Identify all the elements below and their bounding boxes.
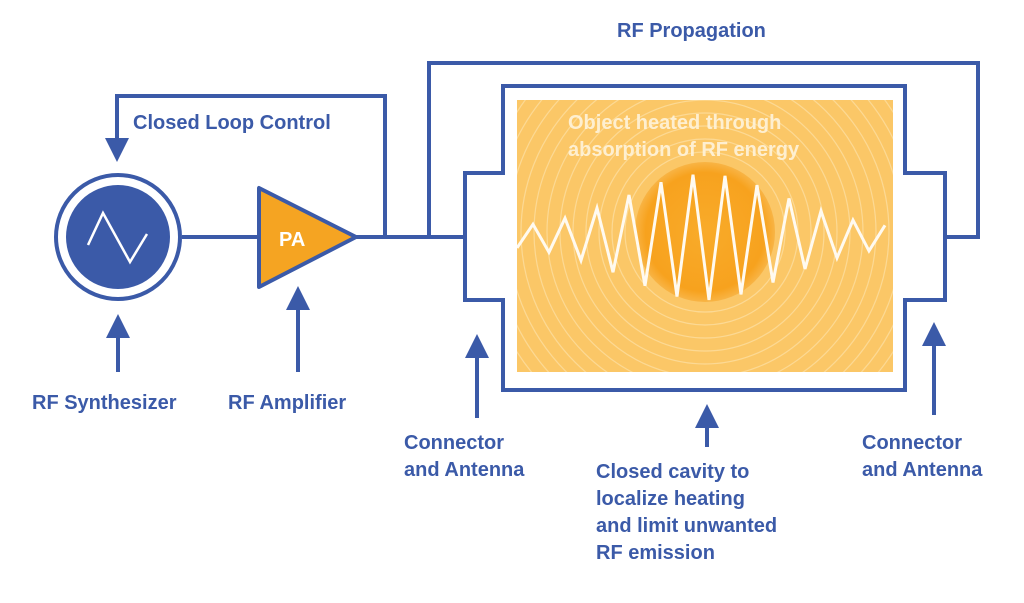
- ripple-ring: [598, 125, 812, 339]
- left-connector: [463, 86, 505, 390]
- closed-cavity-line-2: localize heating: [596, 488, 745, 510]
- heated-object-cavity: [517, 100, 893, 372]
- object-heated-label: Object heated through absorption of RF e…: [568, 110, 799, 164]
- ripple-ring: [533, 100, 877, 372]
- triangle-amplifier-icon: [257, 186, 358, 289]
- ripple-ring: [585, 112, 825, 352]
- closed-cavity-line-4: RF emission: [596, 542, 715, 564]
- sine-wave-icon: [86, 210, 149, 265]
- closed-loop-control-label: Closed Loop Control: [133, 112, 331, 134]
- rf-synthesizer-symbol: [54, 173, 182, 301]
- closed-cavity-line-1: Closed cavity to: [596, 461, 750, 483]
- rf-synthesizer-label: RF Synthesizer: [32, 392, 177, 414]
- connector-left-label: Connector and Antenna: [404, 430, 524, 484]
- ripple-ring: [546, 100, 864, 372]
- closed-cavity-line-3: and limit unwanted: [596, 515, 778, 537]
- rf-propagation-line: [427, 61, 980, 239]
- connector-left-line-1: Connector: [404, 432, 504, 454]
- connector-right-line-2: and Antenna: [862, 459, 983, 481]
- pa-label: PA: [279, 229, 305, 251]
- closed-cavity-label: Closed cavity to localize heating and li…: [596, 459, 777, 567]
- ripple-ring: [572, 100, 838, 365]
- rf-wave: [517, 174, 887, 301]
- object-heated-line-2: absorption of RF energy: [568, 139, 800, 161]
- rf-amplifier-label: RF Amplifier: [228, 392, 347, 414]
- connector-right-label: Connector and Antenna: [862, 430, 982, 484]
- heated-object: [635, 162, 775, 302]
- closed-loop-line: [105, 94, 387, 237]
- ripple-ring: [624, 151, 786, 313]
- connector-left-line-2: and Antenna: [404, 459, 525, 481]
- rf-propagation-label: RF Propagation: [617, 20, 766, 42]
- right-connector: [903, 86, 947, 390]
- ripple-ring: [520, 100, 890, 372]
- object-heated-line-1: Object heated through: [568, 112, 782, 134]
- connector-right-line-1: Connector: [862, 432, 962, 454]
